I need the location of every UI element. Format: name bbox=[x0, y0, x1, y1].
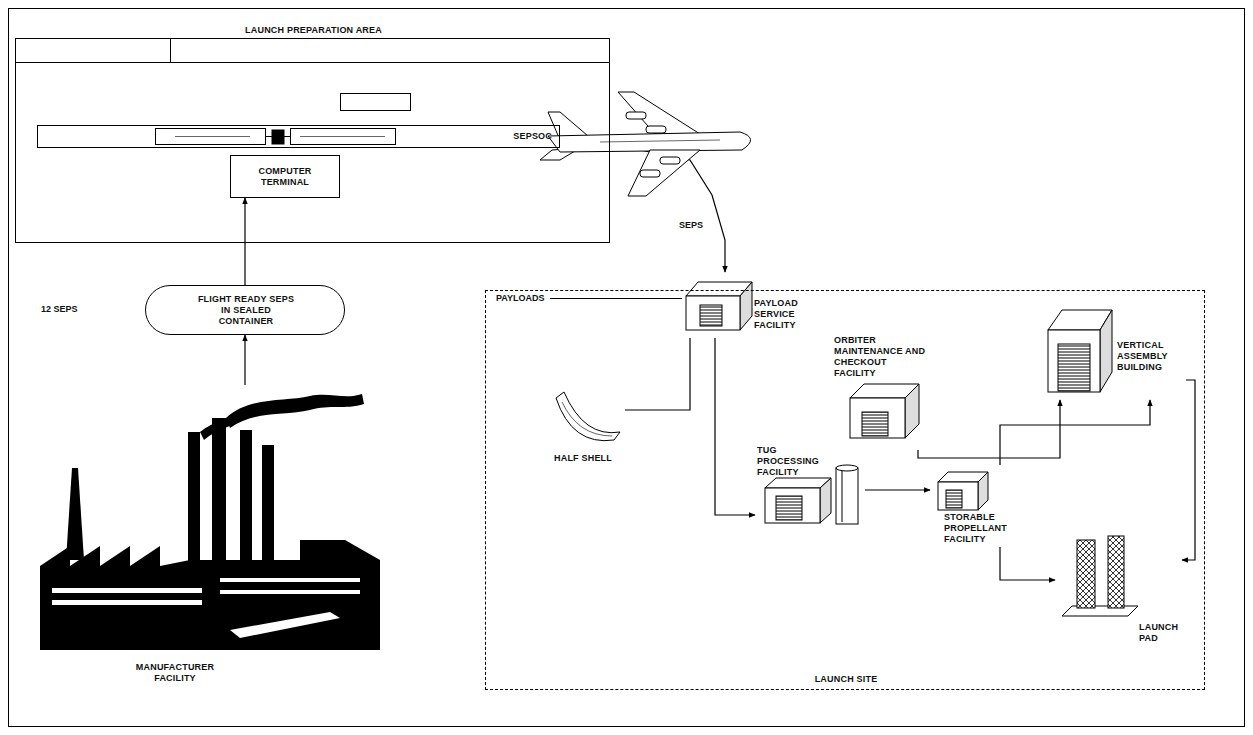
node-label: MANUFACTURER FACILITY bbox=[125, 662, 225, 684]
node-label: TUG PROCESSING FACILITY bbox=[757, 445, 833, 478]
facility-node: STORABLE PROPELLANT FACILITY bbox=[930, 465, 1019, 547]
outer-frame bbox=[9, 9, 1245, 727]
area-box: LAUNCH PREPARATION AREASEPSOCCOMPUTER TE… bbox=[15, 38, 610, 243]
facility-node: ORBITER MAINTENANCE AND CHECKOUT FACILIT… bbox=[830, 335, 931, 450]
console-box: SEPSOC bbox=[37, 125, 560, 148]
flow-connector bbox=[1182, 380, 1195, 560]
node-label: LAUNCH PAD bbox=[1139, 622, 1179, 644]
launch-site-drawings bbox=[550, 282, 1138, 616]
node-label: PAYLOAD SERVICE FACILITY bbox=[754, 298, 812, 331]
terminal-box: COMPUTER TERMINAL bbox=[230, 155, 340, 198]
node-label: VERTICAL ASSEMBLY BUILDING bbox=[1117, 340, 1183, 373]
node-label: LAUNCH SITE bbox=[776, 674, 916, 685]
flow-connector bbox=[1000, 547, 1055, 580]
launch-pad-node: LAUNCH PAD bbox=[1055, 530, 1182, 655]
node-label: COMPUTER TERMINAL bbox=[241, 166, 329, 188]
node-label: HALF SHELL bbox=[554, 453, 614, 464]
node-label: FLIGHT READY SEPS IN SEALED CONTAINER bbox=[196, 294, 296, 327]
facility-node: MANUFACTURER FACILITY bbox=[40, 385, 385, 686]
flow-connector bbox=[715, 338, 755, 515]
node-label: ORBITER MAINTENANCE AND CHECKOUT FACILIT… bbox=[834, 335, 928, 379]
flow-connector bbox=[918, 400, 1060, 458]
node-label: STORABLE PROPELLANT FACILITY bbox=[944, 512, 1016, 545]
node-label: SEPSOC bbox=[468, 131, 552, 142]
connector-label: SEPS bbox=[678, 220, 704, 231]
flow-connector bbox=[865, 489, 930, 490]
flow-connector bbox=[610, 150, 725, 272]
flow-connector bbox=[244, 198, 245, 285]
flow-connector bbox=[244, 335, 245, 385]
site-region: LAUNCH SITE PAYLOAD SERVICE FACILITY HALF … bbox=[485, 290, 1205, 690]
flow-connector bbox=[1000, 400, 1150, 465]
facility-node: PAYLOAD SERVICE FACILITY bbox=[678, 272, 815, 338]
factory-illustration bbox=[40, 394, 380, 650]
container-pill: FLIGHT READY SEPS IN SEALED CONTAINER bbox=[145, 285, 345, 335]
annotation-label: 12 SEPS bbox=[40, 304, 79, 315]
node-label: LAUNCH PREPARATION AREA bbox=[16, 25, 611, 36]
annotation-label: PAYLOADS bbox=[495, 293, 546, 304]
facility-node: VERTICAL ASSEMBLY BUILDING bbox=[1035, 300, 1186, 400]
flow-connector bbox=[625, 338, 690, 410]
facility-node: TUG PROCESSING FACILITY bbox=[755, 445, 865, 530]
launch-prep-interior bbox=[15, 38, 610, 145]
half-shell-node: HALF SHELL bbox=[550, 385, 625, 482]
